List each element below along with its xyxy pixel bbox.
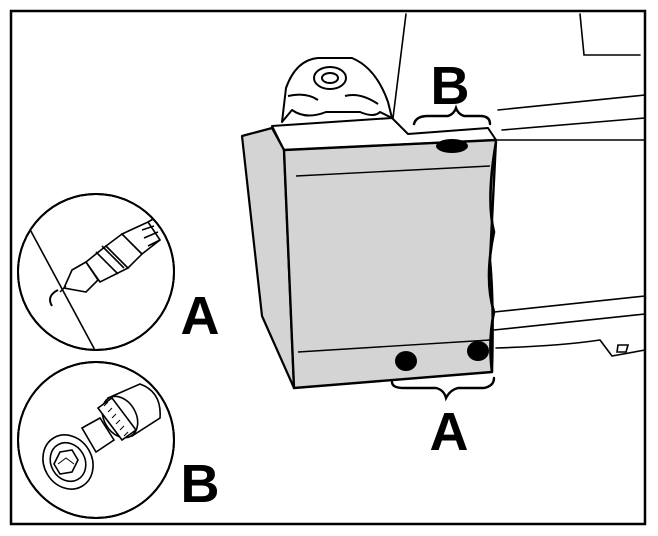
mounting-bracket	[281, 57, 393, 123]
vehicle-body-lines	[392, 13, 646, 357]
callout-bracket-top	[412, 104, 492, 126]
rivet-nut-icon	[17, 361, 175, 519]
panel-right-edge	[487, 141, 498, 373]
panel-inner-lines	[295, 165, 491, 353]
inset-drill-label: A	[181, 286, 220, 346]
hole-top-b	[436, 139, 468, 153]
drill-bit-icon	[17, 193, 175, 351]
callout-label-top: B	[431, 56, 470, 116]
hole-bottom-a-right	[467, 341, 489, 361]
inset-rivet-label: B	[181, 454, 220, 514]
callout-label-bottom: A	[430, 402, 469, 462]
callout-bracket-bottom	[390, 376, 496, 402]
hole-bottom-a-left	[395, 351, 417, 371]
